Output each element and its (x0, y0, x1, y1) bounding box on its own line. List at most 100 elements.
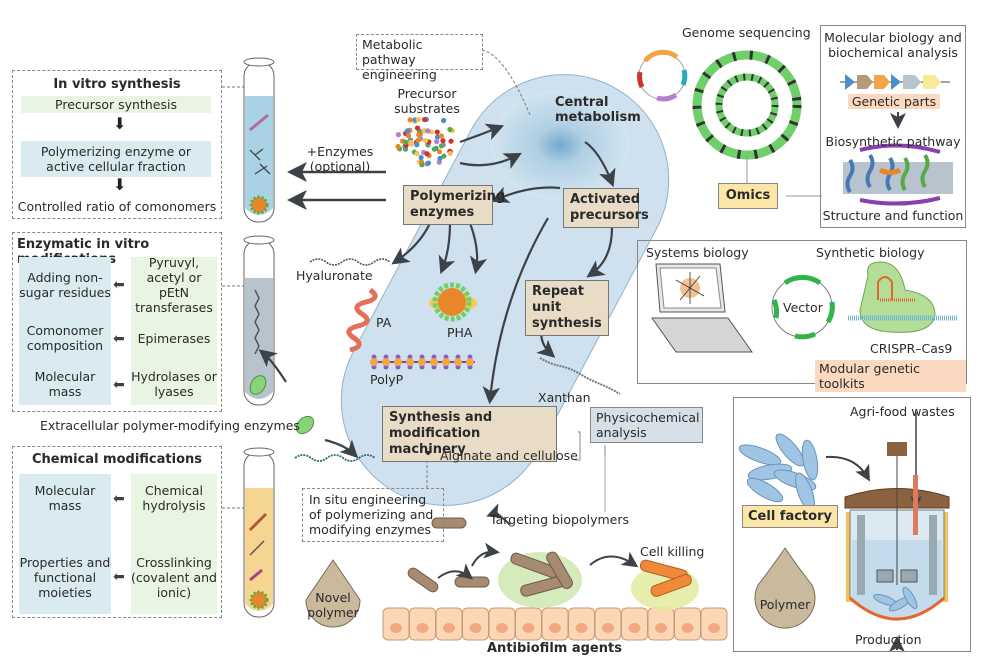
cell-nucleus (628, 623, 641, 633)
polyp-phosphate (418, 358, 426, 366)
effect-properties: Properties and functional moieties (19, 554, 111, 600)
left-arrow-icon: ⬅ (113, 491, 125, 507)
polyp-phosphate (406, 358, 414, 366)
genome-sequencing-label: Genome sequencing (682, 25, 811, 40)
toolkits-panel: Systems biology Synthetic biology Vector… (637, 240, 967, 392)
crispr-label: CRISPR–Cas9 (870, 341, 953, 356)
substrate-dot (438, 133, 445, 139)
left-arrow-icon: ⬅ (113, 377, 125, 393)
substrate-dot (414, 125, 421, 131)
cell-nucleus (390, 623, 402, 633)
genetic-parts-icon (840, 74, 950, 90)
metabolic-engineering-label: Metabolic pathway engineering (356, 34, 483, 82)
cell-nucleus (681, 623, 694, 633)
antibiofilm-title: Antibiofilm agents (487, 641, 622, 656)
synthesis-machinery-box: Synthesis and modification machinery (382, 406, 557, 462)
effect-comonomer: Comonomer composition (26, 323, 104, 353)
step-precursor-synthesis: Precursor synthesis (21, 96, 211, 113)
production-label: Production (855, 632, 922, 647)
polyp-chain (370, 354, 475, 370)
methods-column (131, 474, 217, 614)
targeting-biopolymers-label: Targeting biopolymers (490, 512, 630, 527)
biosynthetic-pathway-label: Biosynthetic pathway (825, 134, 961, 149)
enzymes-column (131, 257, 217, 405)
substrate-dot (447, 150, 453, 157)
substrate-dot (414, 142, 420, 148)
polymer-drop (754, 547, 816, 629)
precursor-substrate-dots (395, 116, 456, 168)
pa-helix (346, 287, 378, 353)
cell-nucleus (469, 623, 482, 633)
substrate-dot (434, 129, 440, 135)
cell-nucleus (443, 623, 455, 633)
substrate-dot (438, 143, 445, 149)
bacterium (454, 576, 490, 588)
substrate-dot (395, 132, 401, 138)
substrate-dot (408, 139, 414, 145)
central-metabolism-label: Central metabolism (555, 95, 641, 125)
genome-rings-icon (692, 50, 802, 160)
substrate-dot (434, 134, 441, 140)
panel-title: In vitro synthesis (53, 77, 181, 92)
effect-non-sugar: Adding non-sugar residues (19, 270, 111, 300)
polyp-phosphate (466, 358, 474, 366)
cell-nucleus (575, 623, 588, 633)
panel-title: Chemical modifications (31, 452, 203, 467)
substrate-dot (419, 162, 425, 168)
step-controlled-ratio: Controlled ratio of comonomers (17, 199, 217, 214)
genetic-parts-label: Genetic parts (848, 94, 940, 109)
enzymes-optional-label: +Enzymes (optional) (306, 144, 374, 174)
extracellular-enzyme (295, 415, 315, 435)
substrate-dot (441, 153, 447, 159)
cell-nucleus (549, 623, 561, 633)
agri-food-label: Agri-food wastes (850, 404, 955, 419)
bacterium (407, 567, 439, 593)
molecular-biology-panel: Molecular biology and biochemical analys… (820, 25, 966, 228)
substrate-dot (437, 155, 443, 162)
pa-label: PA (376, 315, 392, 330)
method-crosslinking: Crosslinking (covalent and ionic) (131, 554, 217, 600)
polyp-phosphate (382, 358, 390, 366)
left-arrow-icon: ⬅ (113, 569, 125, 585)
central-metabolism-glow (490, 90, 630, 200)
vector-plasmid-icon (771, 274, 835, 340)
substrate-dot (447, 126, 453, 133)
test-tube-synthesis (243, 57, 275, 223)
vector-label: Vector (783, 300, 823, 315)
cell-nucleus (496, 623, 508, 633)
polymerizing-enzymes-box: Polymerizing enzymes (403, 185, 505, 225)
substrate-dot (395, 143, 401, 150)
repeat-unit-synthesis-box: Repeat unit synthesis (525, 280, 609, 336)
cell-factory-bacteria (738, 433, 819, 512)
polyp-phosphate (454, 358, 462, 366)
substrate-dot (448, 138, 454, 144)
omics-box: Omics (718, 183, 778, 209)
substrate-dot (403, 139, 409, 145)
substrate-dot (416, 132, 422, 138)
effect-molecular-mass: Molecular mass (34, 369, 96, 399)
test-tube-chemical (243, 447, 275, 618)
enzyme-transferases: Pyruvyl, acetyl or pEtN transferases (135, 255, 213, 315)
effects-column (19, 257, 111, 405)
systems-biology-label: Systems biology (646, 245, 749, 260)
structure-function-label: Structure and function (822, 208, 964, 223)
effect-molecular-mass: Molecular mass (34, 483, 96, 513)
protein-structure-icon (843, 143, 953, 206)
bioreactor-icon (844, 412, 950, 652)
substrate-dot (440, 117, 447, 124)
in-situ-engineering-label: In situ engineering of polymerizing and … (302, 488, 444, 542)
cell-nucleus (708, 623, 720, 633)
polyp-phosphate (430, 358, 438, 366)
bullet-dot: • (424, 446, 433, 462)
substrate-dot (405, 133, 412, 139)
substrate-dot (434, 138, 440, 145)
substrate-dot (440, 138, 446, 144)
molbio-title: Molecular biology and biochemical analys… (824, 30, 962, 60)
cell-nucleus (416, 623, 429, 633)
crispr-cas9-icon (848, 261, 958, 333)
down-arrow-icon: ⬇ (113, 175, 127, 194)
polyp-phosphate (394, 358, 402, 366)
alginate-chain (294, 454, 376, 462)
enzyme-hydrolases: Hydrolases or lyases (131, 369, 217, 399)
